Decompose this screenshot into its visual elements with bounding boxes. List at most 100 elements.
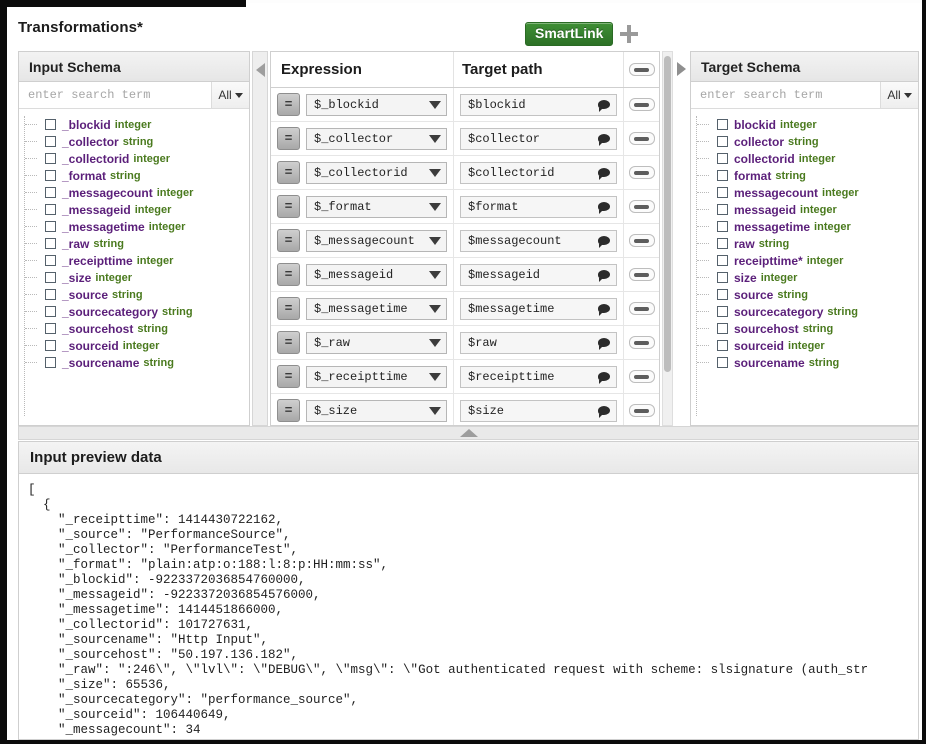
comment-icon[interactable] — [598, 202, 610, 214]
delete-row-button[interactable] — [628, 302, 655, 315]
expression-dropdown[interactable]: $_collectorid — [306, 161, 447, 184]
equals-button[interactable]: = — [277, 331, 300, 354]
smartlink-button[interactable]: SmartLink — [525, 22, 614, 46]
comment-icon[interactable] — [598, 338, 610, 350]
field-checkbox[interactable] — [717, 340, 728, 351]
delete-row-button[interactable] — [628, 234, 655, 247]
equals-button[interactable]: = — [277, 161, 300, 184]
field-checkbox[interactable] — [45, 255, 56, 266]
target-path-input[interactable]: $messageid — [460, 263, 617, 286]
target-path-input[interactable]: $blockid — [460, 93, 617, 116]
field-checkbox[interactable] — [45, 187, 56, 198]
field-checkbox[interactable] — [717, 153, 728, 164]
target-schema-filter-dropdown[interactable]: All — [880, 82, 918, 108]
field-checkbox[interactable] — [717, 187, 728, 198]
expression-dropdown[interactable]: $_collector — [306, 127, 447, 150]
delete-row-button[interactable] — [628, 404, 655, 417]
equals-button[interactable]: = — [277, 399, 300, 422]
field-checkbox[interactable] — [45, 119, 56, 130]
field-checkbox[interactable] — [45, 136, 56, 147]
target-path-input[interactable]: $collector — [460, 127, 617, 150]
field-checkbox[interactable] — [717, 204, 728, 215]
target-path-input[interactable]: $messagetime — [460, 297, 617, 320]
comment-icon[interactable] — [598, 168, 610, 180]
mapping-scrollbar-thumb[interactable] — [664, 56, 671, 372]
target-path-input[interactable]: $raw — [460, 331, 617, 354]
field-checkbox[interactable] — [717, 357, 728, 368]
collapse-target-schema-handle[interactable] — [673, 51, 689, 426]
delete-row-button[interactable] — [628, 132, 655, 145]
field-checkbox[interactable] — [717, 272, 728, 283]
panel-splitter[interactable] — [18, 426, 919, 440]
target-path-input[interactable]: $messagecount — [460, 229, 617, 252]
collapse-input-schema-handle[interactable] — [252, 51, 268, 426]
field-checkbox[interactable] — [45, 323, 56, 334]
schema-field-item[interactable]: receipttime*integer — [697, 252, 913, 269]
comment-icon[interactable] — [598, 236, 610, 248]
expression-dropdown[interactable]: $_blockid — [306, 93, 447, 116]
field-checkbox[interactable] — [45, 272, 56, 283]
expression-dropdown[interactable]: $_messagecount — [306, 229, 447, 252]
comment-icon[interactable] — [598, 100, 610, 112]
delete-row-button[interactable] — [628, 98, 655, 111]
field-checkbox[interactable] — [717, 306, 728, 317]
field-checkbox[interactable] — [45, 357, 56, 368]
expression-dropdown[interactable]: $_messageid — [306, 263, 447, 286]
delete-row-button[interactable] — [628, 166, 655, 179]
expression-dropdown[interactable]: $_format — [306, 195, 447, 218]
field-checkbox[interactable] — [717, 323, 728, 334]
field-checkbox[interactable] — [45, 221, 56, 232]
equals-button[interactable]: = — [277, 365, 300, 388]
field-checkbox[interactable] — [717, 221, 728, 232]
field-checkbox[interactable] — [45, 170, 56, 181]
equals-button[interactable]: = — [277, 93, 300, 116]
field-checkbox[interactable] — [717, 289, 728, 300]
comment-icon[interactable] — [598, 372, 610, 384]
delete-row-button[interactable] — [628, 268, 655, 281]
expression-dropdown[interactable]: $_messagetime — [306, 297, 447, 320]
field-checkbox[interactable] — [45, 238, 56, 249]
delete-row-button[interactable] — [628, 336, 655, 349]
field-checkbox[interactable] — [45, 340, 56, 351]
expression-dropdown[interactable]: $_raw — [306, 331, 447, 354]
comment-icon[interactable] — [598, 304, 610, 316]
field-checkbox[interactable] — [717, 136, 728, 147]
input-schema-search-input[interactable] — [19, 82, 211, 108]
expression-dropdown[interactable]: $_size — [306, 399, 447, 422]
target-path-input[interactable]: $format — [460, 195, 617, 218]
field-checkbox[interactable] — [717, 255, 728, 266]
input-schema-filter-dropdown[interactable]: All — [211, 82, 249, 108]
equals-button[interactable]: = — [277, 229, 300, 252]
delete-row-button[interactable] — [628, 200, 655, 213]
plus-icon[interactable] — [620, 25, 639, 43]
field-checkbox[interactable] — [717, 170, 728, 181]
expression-dropdown[interactable]: $_receipttime — [306, 365, 447, 388]
target-path-input[interactable]: $receipttime — [460, 365, 617, 388]
